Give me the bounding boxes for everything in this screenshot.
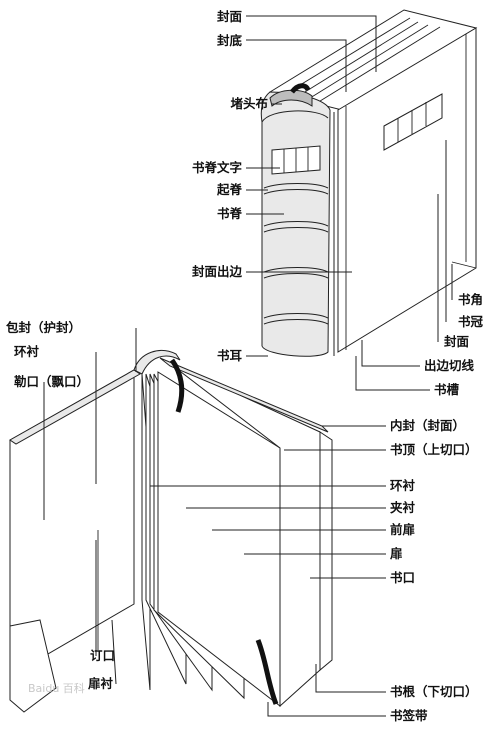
label-book-crown: 书冠 bbox=[458, 314, 484, 329]
left-cover-edge bbox=[9, 369, 141, 445]
label-jacket: 包封（护封） bbox=[5, 320, 81, 335]
label-bookmark: 书签带 bbox=[390, 708, 428, 723]
ribbon-top bbox=[290, 83, 311, 94]
label-tail: 书根（下切口） bbox=[390, 684, 478, 699]
label-hinge: 书耳 bbox=[217, 348, 243, 363]
open-spine bbox=[133, 350, 181, 375]
label-gutter: 订口 bbox=[90, 648, 115, 663]
label-back-cover: 封底 bbox=[217, 33, 243, 48]
label-fore-edge: 勒口（飘口） bbox=[14, 374, 89, 389]
label-title-page: 扉 bbox=[390, 546, 403, 561]
label-groove: 书槽 bbox=[434, 382, 460, 397]
closed-book-illustration bbox=[260, 9, 478, 357]
label-endpaper-right: 环衬 bbox=[390, 478, 416, 493]
ribbon-top-open bbox=[169, 358, 185, 413]
leader-lines bbox=[43, 15, 453, 717]
label-spine: 书脊 bbox=[217, 206, 243, 221]
right-cover-edge bbox=[319, 431, 333, 672]
right-text-block bbox=[167, 361, 321, 708]
label-endpaper-left: 环衬 bbox=[14, 344, 40, 359]
right-cover-top bbox=[159, 357, 329, 433]
label-cover-top: 封面 bbox=[217, 9, 243, 24]
cover-title-box bbox=[383, 93, 443, 151]
label-book-corner: 书角 bbox=[458, 292, 483, 307]
label-flyleaf: 扉衬 bbox=[88, 676, 114, 691]
headband-shape bbox=[269, 89, 313, 107]
left-flap bbox=[9, 619, 57, 713]
label-front-title: 前扉 bbox=[390, 522, 415, 537]
watermark-text: Baidu 百科 bbox=[28, 681, 85, 695]
label-spine-text: 书脊文字 bbox=[192, 160, 242, 175]
label-overhang-line: 出边切线 bbox=[424, 358, 475, 373]
label-spine-bands: 起脊 bbox=[216, 182, 243, 197]
open-book-illustration bbox=[9, 350, 333, 713]
lower-right-labels: 内封（封面） 书顶（上切口） 环衬 夹衬 前扉 扉 书口 书根（下切口） 书签带 bbox=[390, 418, 478, 723]
label-head: 书顶（上切口） bbox=[390, 442, 478, 457]
lower-left-labels: 包封（护封） 环衬 勒口（飘口） 订口 扉衬 bbox=[5, 320, 115, 691]
label-interleaf: 夹衬 bbox=[390, 500, 416, 515]
ribbon-bottom bbox=[255, 639, 279, 705]
label-headband: 堵头布 bbox=[230, 96, 268, 111]
label-cover-right: 封面 bbox=[444, 334, 470, 349]
upper-labels: 封面 封底 堵头布 书脊文字 起脊 书脊 封面出边 书角 书冠 封面 书耳 出边… bbox=[192, 9, 484, 397]
label-mouth: 书口 bbox=[390, 570, 415, 585]
label-inner-cover: 内封（封面） bbox=[390, 418, 465, 433]
label-cover-overhang: 封面出边 bbox=[192, 264, 243, 279]
